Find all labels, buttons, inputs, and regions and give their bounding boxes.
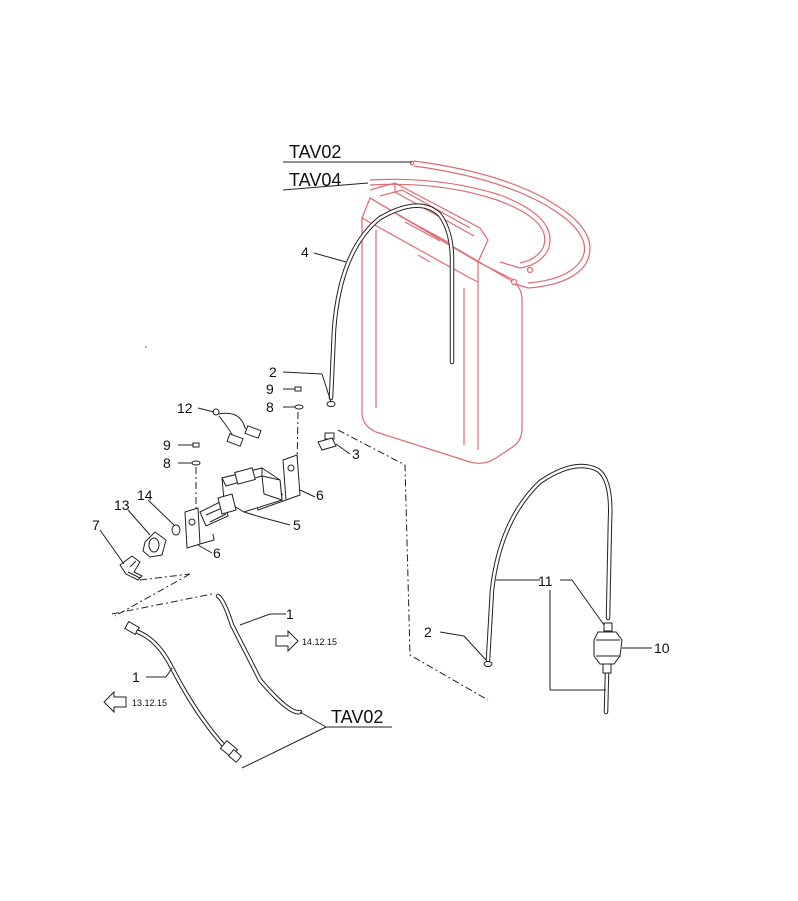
callout-12: 12 [177, 400, 193, 416]
callout-1-right: 1 [286, 606, 294, 622]
ref-arrow-left: 13.12.15 [103, 690, 167, 714]
ref-arrow-right: 14.12.15 [275, 629, 337, 653]
callout-13: 13 [114, 497, 130, 513]
centerline-tube-left [114, 573, 191, 617]
wire-harness-12: 12 [177, 400, 262, 447]
clip-2-lower: 2 [424, 624, 493, 667]
callout-5: 5 [293, 517, 301, 533]
ref-right-text: 14.12.15 [302, 637, 337, 647]
o-ring-14: 14 [137, 487, 181, 536]
clip-2-upper: 2 [269, 364, 336, 407]
callout-4: 4 [301, 244, 309, 260]
tav04-top-text: TAV04 [289, 170, 341, 190]
callout-2-lower: 2 [424, 624, 432, 640]
callout-2-upper: 2 [269, 364, 277, 380]
elbow-fitting-7: 7 [92, 517, 143, 581]
callout-14: 14 [137, 487, 153, 503]
tav02-top-label: TAV02 [283, 142, 412, 163]
filter-10: 10 [593, 622, 670, 674]
washer-8-lower: 8 [163, 455, 201, 471]
tube-4: 4 [301, 203, 455, 401]
callout-3: 3 [352, 446, 360, 462]
tav04-top-label: TAV04 [282, 170, 369, 191]
callout-10: 10 [654, 640, 670, 656]
flow-centerline [337, 429, 489, 701]
tav02-top-text: TAV02 [289, 142, 341, 162]
callout-11: 11 [538, 573, 553, 589]
water-tank [361, 160, 591, 464]
callout-7: 7 [92, 517, 100, 533]
pump-5: 5 [199, 467, 301, 533]
ref-left-text: 13.12.15 [132, 698, 167, 708]
tube-1-right: 1 [215, 593, 303, 715]
washer-8-upper: 8 [266, 399, 304, 415]
screw-9-upper: 9 [266, 381, 302, 397]
nut-13: 13 [114, 497, 167, 558]
centerline-tube-top [111, 593, 213, 615]
callout-1-left: 1 [132, 669, 140, 685]
stray-mark [145, 346, 147, 348]
connector-3: 3 [317, 432, 360, 462]
centerline-outlet [139, 573, 191, 581]
callout-9-lower: 9 [163, 437, 171, 453]
callout-9-upper: 9 [266, 381, 274, 397]
callout-6-right: 6 [316, 487, 324, 503]
screw-9-lower: 9 [163, 437, 200, 453]
callout-8-lower: 8 [163, 455, 171, 471]
callout-8-upper: 8 [266, 399, 274, 415]
callout-6-lower: 6 [213, 545, 221, 561]
tav02-bottom-label: TAV02 [241, 707, 392, 769]
tav02-bottom-text: TAV02 [331, 707, 383, 727]
tube-11: 11 [485, 463, 613, 715]
tube-1-left: 1 [124, 620, 243, 763]
bracket-6-lower: 6 [184, 507, 221, 561]
